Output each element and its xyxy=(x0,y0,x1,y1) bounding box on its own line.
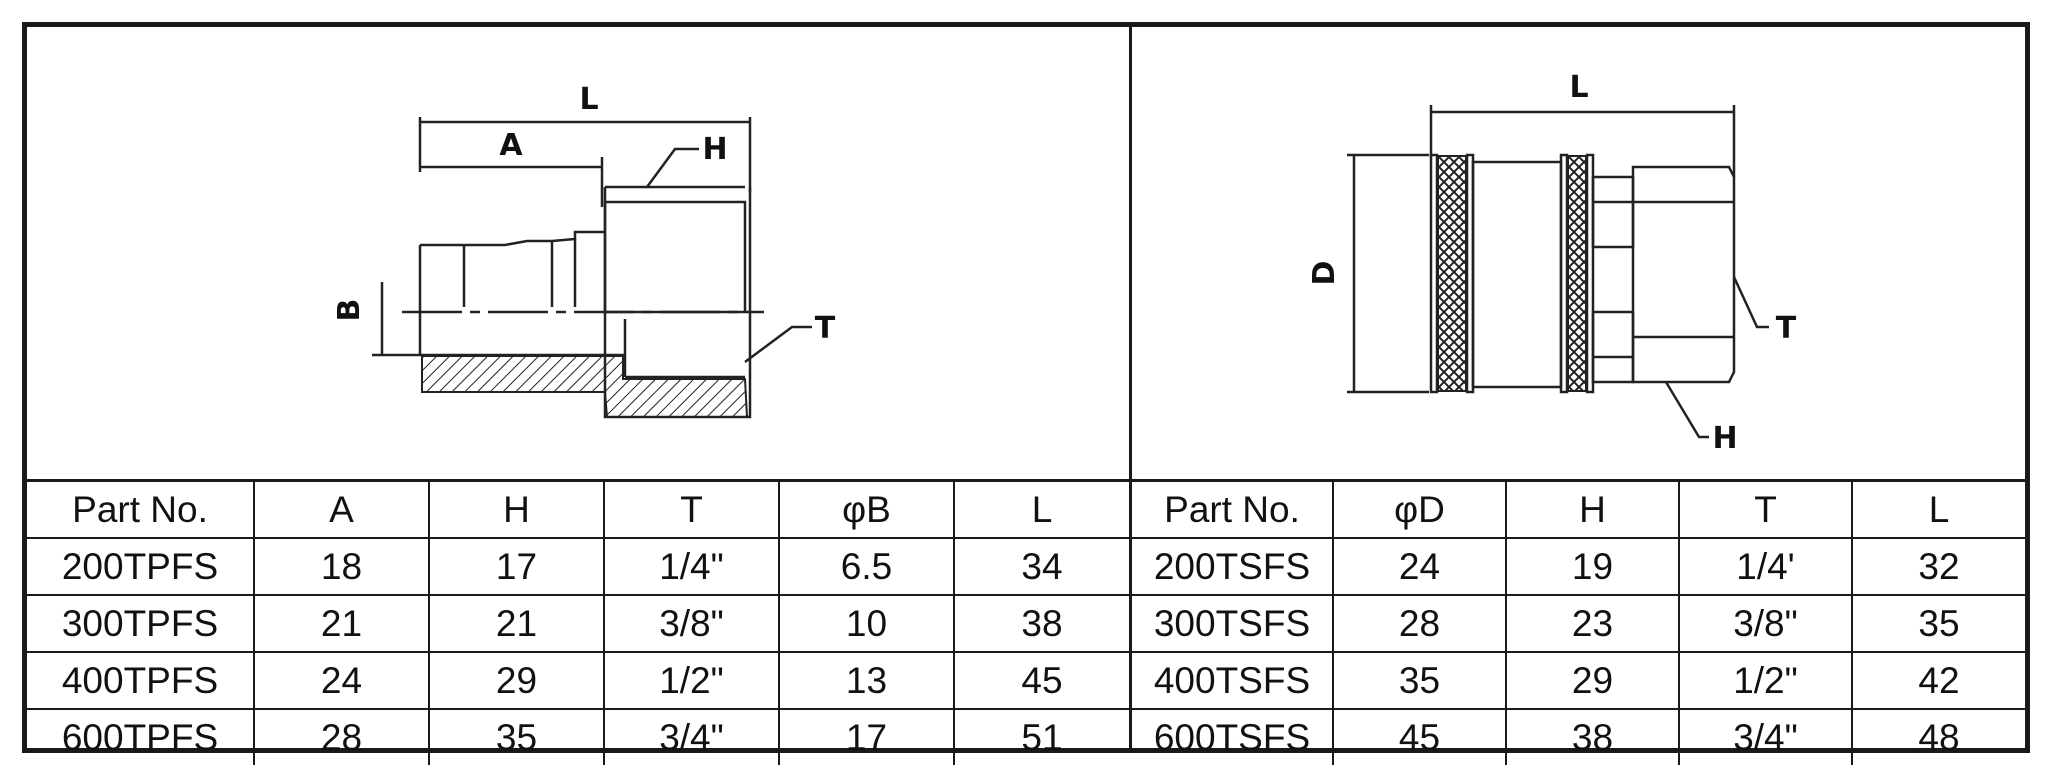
table-row: 600TSFS 45 38 3/4" 48 xyxy=(1132,708,2025,765)
table-cell: 400TPFS xyxy=(27,651,255,710)
socket-dim-T: T xyxy=(1776,311,1797,346)
column-header: T xyxy=(1678,479,1853,539)
table-cell: 18 xyxy=(253,537,430,596)
column-header: A xyxy=(253,479,430,539)
table-cell: 1/2" xyxy=(603,651,780,710)
table-cell: 200TPFS xyxy=(27,537,255,596)
table-cell: 3/8" xyxy=(1678,594,1853,653)
table-cell: 1/4' xyxy=(1678,537,1853,596)
column-header: T xyxy=(603,479,780,539)
table-cell: 28 xyxy=(253,708,430,765)
column-header: H xyxy=(428,479,605,539)
table-cell: 42 xyxy=(1851,651,2025,710)
table-cell: 35 xyxy=(1332,651,1507,710)
table-row: 400TSFS 35 29 1/2" 42 xyxy=(1132,651,2025,710)
table-cell: 48 xyxy=(1851,708,2025,765)
socket-drawing: L D T H xyxy=(1307,70,1797,456)
table-cell: 13 xyxy=(778,651,955,710)
table-cell: 400TSFS xyxy=(1132,651,1334,710)
table-row: 400TPFS 24 29 1/2" 13 45 xyxy=(27,651,1129,710)
plug-dim-A: A xyxy=(499,128,523,163)
table-cell: 29 xyxy=(428,651,605,710)
table-cell: 24 xyxy=(1332,537,1507,596)
column-header: Part No. xyxy=(1132,479,1334,539)
socket-dim-H: H xyxy=(1712,421,1737,456)
table-cell: 200TSFS xyxy=(1132,537,1334,596)
socket-drawing-panel: L D T H xyxy=(1129,27,2025,479)
table-cell: 32 xyxy=(1851,537,2025,596)
table-cell: 300TSFS xyxy=(1132,594,1334,653)
column-header: L xyxy=(953,479,1129,539)
table-cell: 600TPFS xyxy=(27,708,255,765)
table-cell: 600TSFS xyxy=(1132,708,1334,765)
plug-drawing: L A H B T xyxy=(332,82,836,419)
table-row: 200TSFS 24 19 1/4' 32 xyxy=(1132,537,2025,596)
column-header: L xyxy=(1851,479,2025,539)
table-cell: 3/4" xyxy=(1678,708,1853,765)
plug-dim-L: L xyxy=(579,82,598,117)
socket-dim-D: D xyxy=(1307,261,1342,286)
table-row: 300TSFS 28 23 3/8" 35 xyxy=(1132,594,2025,653)
socket-dim-L: L xyxy=(1569,70,1588,105)
table-cell: 34 xyxy=(953,537,1129,596)
table-cell: 3/8" xyxy=(603,594,780,653)
table-cell: 21 xyxy=(428,594,605,653)
table-cell: 29 xyxy=(1505,651,1680,710)
panel-divider xyxy=(1129,27,1132,748)
table-cell: 51 xyxy=(953,708,1129,765)
column-header: H xyxy=(1505,479,1680,539)
plug-dim-T: T xyxy=(815,311,836,346)
table-row: 300TPFS 21 21 3/8" 10 38 xyxy=(27,594,1129,653)
plug-dim-H: H xyxy=(702,132,727,167)
table-cell: 17 xyxy=(428,537,605,596)
table-cell: 19 xyxy=(1505,537,1680,596)
table-header-row: Part No. A H T φB L xyxy=(27,479,1129,539)
plug-dim-B: B xyxy=(332,299,367,322)
spec-sheet: L A H B T xyxy=(22,22,2030,765)
table-row: 600TPFS 28 35 3/4" 17 51 xyxy=(27,708,1129,765)
table-cell: 6.5 xyxy=(778,537,955,596)
table-cell: 1/4" xyxy=(603,537,780,596)
table-cell: 3/4" xyxy=(603,708,780,765)
table-cell: 28 xyxy=(1332,594,1507,653)
plug-spec-table: Part No. A H T φB L 200TPFS 18 17 1/4" 6… xyxy=(27,479,1129,765)
table-cell: 24 xyxy=(253,651,430,710)
plug-drawing-panel: L A H B T xyxy=(27,27,1129,479)
column-header: φB xyxy=(778,479,955,539)
table-cell: 38 xyxy=(1505,708,1680,765)
table-cell: 38 xyxy=(953,594,1129,653)
table-cell: 45 xyxy=(1332,708,1507,765)
socket-spec-table: Part No. φD H T L 200TSFS 24 19 1/4' 32 … xyxy=(1132,479,2025,765)
table-cell: 35 xyxy=(1851,594,2025,653)
column-header: Part No. xyxy=(27,479,255,539)
table-cell: 10 xyxy=(778,594,955,653)
table-row: 200TPFS 18 17 1/4" 6.5 34 xyxy=(27,537,1129,596)
table-cell: 21 xyxy=(253,594,430,653)
table-cell: 45 xyxy=(953,651,1129,710)
table-cell: 17 xyxy=(778,708,955,765)
table-cell: 300TPFS xyxy=(27,594,255,653)
column-header: φD xyxy=(1332,479,1507,539)
table-cell: 1/2" xyxy=(1678,651,1853,710)
table-cell: 23 xyxy=(1505,594,1680,653)
table-header-row: Part No. φD H T L xyxy=(1132,479,2025,539)
table-cell: 35 xyxy=(428,708,605,765)
